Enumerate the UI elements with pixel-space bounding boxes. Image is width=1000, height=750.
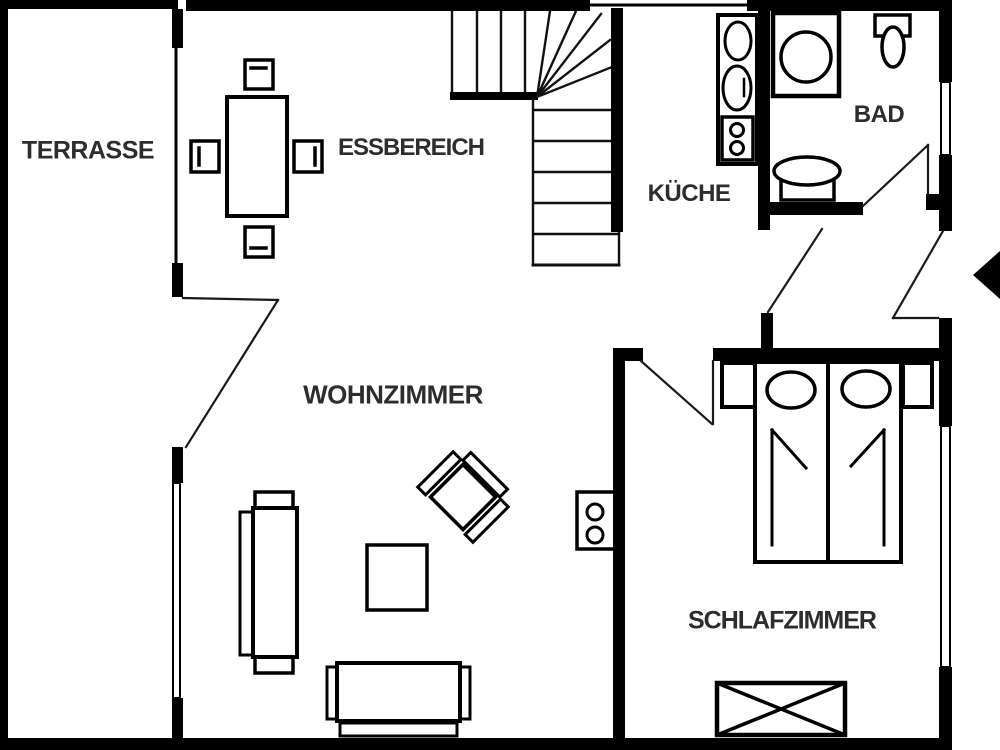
wall-segment (0, 0, 178, 9)
sofa-seat (251, 506, 299, 659)
armchair-seat (427, 461, 499, 533)
room-label-kueche: KÜCHE (647, 180, 731, 207)
room-label-wohnzimmer: WOHNZIMMER (303, 379, 483, 410)
basin-bowl (772, 155, 842, 187)
kitchen-unit (716, 13, 759, 166)
burner-icon (729, 140, 745, 156)
room-label-schlafzimmer: SCHLAFZIMMER (688, 606, 877, 635)
wall-segment (747, 0, 952, 11)
nightstand-icon (720, 361, 757, 409)
double-bed-icon (720, 360, 934, 564)
winder-step-line (535, 9, 552, 99)
toilet-bowl (880, 25, 906, 69)
wall-segment (172, 9, 183, 48)
sofa-armrest (253, 655, 295, 675)
machine-door (779, 30, 833, 84)
room-label-bad: BAD (853, 101, 905, 128)
wall-segment (172, 698, 183, 742)
armchair-armrest (415, 449, 463, 497)
sofa-back (338, 721, 459, 738)
armchair-back (460, 450, 510, 500)
sofa-seat (335, 661, 462, 723)
wall-segment (926, 194, 940, 210)
wall-segment (713, 348, 952, 361)
armchair-armrest (463, 497, 511, 545)
staircase-icon (450, 9, 621, 267)
winder-step-line (535, 65, 614, 99)
washbasin-icon (772, 155, 842, 202)
sink-basin-icon (721, 64, 753, 112)
washing-machine-icon (770, 10, 842, 99)
radiator-knob (585, 502, 605, 522)
sofa-armrest (253, 490, 295, 510)
wall-segment (0, 738, 952, 750)
coffee-table-icon (365, 543, 429, 612)
dining-chair-icon (189, 139, 221, 174)
dining-table-icon (225, 95, 289, 218)
wall-segment (613, 348, 643, 361)
sofa-vertical-icon (238, 490, 299, 675)
winder-step-line (535, 12, 603, 99)
wardrobe-icon (714, 680, 848, 738)
wall-segment (0, 0, 8, 750)
wall-segment (186, 0, 590, 11)
sofa-horizontal-icon (325, 661, 472, 738)
dining-chair-icon (243, 225, 275, 259)
wall-segment (611, 8, 623, 232)
sink-basin-icon (723, 20, 753, 62)
door-swing-icon (861, 143, 930, 208)
dining-set (189, 58, 324, 259)
wall-segment (939, 318, 952, 426)
room-label-essbereich: ESSBEREICH (337, 134, 485, 161)
wardrobe-cross-line (714, 680, 848, 738)
door-swing-icon (184, 298, 280, 449)
wall-segment (761, 313, 773, 348)
winder-step-line (535, 9, 578, 99)
pillow-icon (840, 369, 892, 409)
burner-icon (729, 122, 745, 138)
windows (172, 3, 951, 699)
dining-chair-icon (292, 139, 324, 174)
window-icon (940, 81, 951, 156)
pillow-icon (765, 370, 817, 410)
room-label-terrasse: TERRASSE (21, 136, 155, 165)
walls (0, 0, 952, 750)
wall-segment (939, 155, 952, 231)
wall-segment (939, 667, 952, 750)
wall-segment (172, 263, 183, 297)
window-icon (940, 425, 951, 668)
doors (181, 143, 945, 449)
door-swing-icon (891, 229, 945, 320)
blanket-fold-line (848, 427, 887, 469)
blanket-fold-line (769, 427, 809, 471)
winder-step-line (535, 38, 612, 99)
stair-landing-edge (450, 92, 538, 100)
door-swing-icon (766, 227, 824, 314)
door-swing-icon (639, 359, 714, 426)
wall-segment (172, 447, 183, 483)
armchair-icon (415, 449, 511, 545)
wall-segment (939, 0, 952, 82)
dining-chair-icon (243, 58, 275, 91)
radiator-knob (585, 525, 605, 545)
entrance-arrow-icon (973, 251, 1000, 299)
door-swing-icon (181, 296, 280, 302)
wall-segment (613, 348, 625, 750)
window-icon (172, 482, 181, 699)
wall-segment (758, 8, 770, 230)
nightstand-icon (901, 361, 934, 409)
wall-segment (763, 202, 863, 215)
radiator-icon (575, 490, 618, 551)
toilet-icon (873, 13, 912, 69)
